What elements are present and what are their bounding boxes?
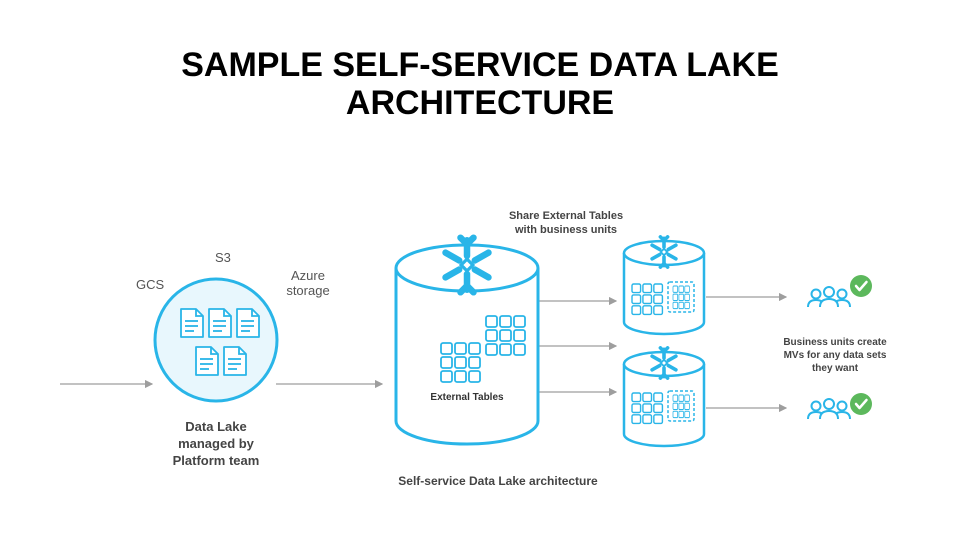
document-icon	[195, 346, 219, 376]
share-label-line1: Share External Tables	[508, 210, 624, 222]
people-icon	[807, 286, 851, 308]
azure-label-line2: storage	[286, 283, 330, 298]
document-icon	[223, 346, 247, 376]
gcs-label: GCS	[136, 277, 165, 292]
slide-title: SAMPLE SELF-SERVICE DATA LAKE ARCHITECTU…	[80, 46, 880, 122]
people-icon	[807, 398, 851, 420]
check-icon	[848, 391, 874, 417]
slide-title-line1: SAMPLE SELF-SERVICE DATA LAKE	[181, 46, 779, 84]
snowflake-cylinder	[394, 238, 540, 446]
business-units-label: Business units create MVs for any data s…	[770, 336, 900, 375]
azure-storage-label: Azure storage	[284, 268, 332, 298]
s3-label: S3	[215, 250, 231, 265]
diagram-caption: Self-service Data Lake architecture	[398, 474, 598, 488]
share-label-line2: with business units	[514, 224, 618, 236]
data-lake-circle	[153, 277, 279, 403]
business-unit-cylinder-bottom	[622, 346, 706, 448]
azure-label-line1: Azure	[291, 268, 325, 283]
external-tables-label: External Tables	[430, 392, 504, 403]
materialized-view-icon	[667, 281, 695, 313]
data-lake-label-line3: Platform team	[172, 453, 260, 468]
document-icon	[180, 308, 204, 338]
business-units-label-line2: MVs for any data sets	[783, 350, 887, 361]
data-lake-label-line2: managed by	[178, 436, 254, 451]
business-unit-cylinder-top	[622, 235, 706, 336]
check-icon	[848, 273, 874, 299]
data-lake-label: Data Lake managed by Platform team	[156, 418, 276, 469]
share-label: Share External Tables with business unit…	[491, 209, 641, 237]
materialized-view-icon	[667, 390, 695, 422]
slide-title-line2: ARCHITECTURE	[345, 84, 615, 122]
business-units-label-line1: Business units create	[783, 337, 887, 348]
document-icon	[208, 308, 232, 338]
document-icon	[236, 308, 260, 338]
business-units-label-line3: they want	[811, 363, 859, 374]
data-lake-label-line1: Data Lake	[185, 419, 247, 434]
